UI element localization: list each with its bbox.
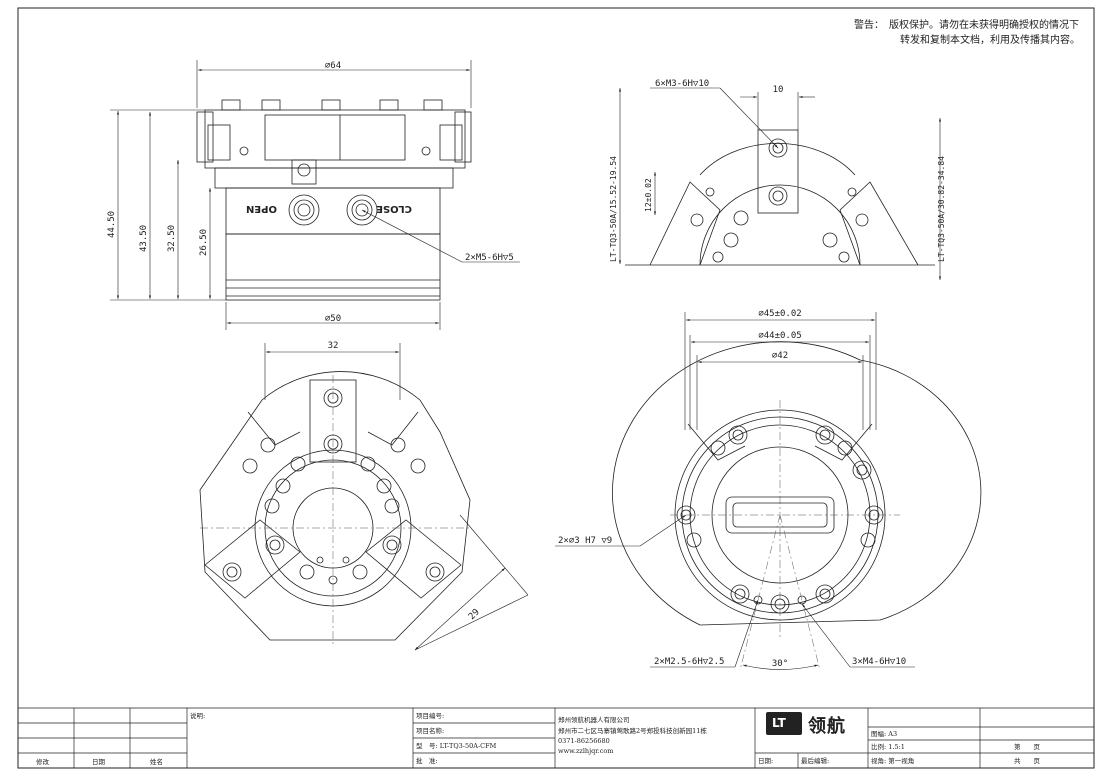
note-label: 说明: bbox=[190, 712, 206, 720]
jaw-view bbox=[625, 129, 935, 266]
page-number-label: 第 页 bbox=[1014, 743, 1040, 751]
side-view bbox=[196, 99, 472, 301]
sheet-size: 图幅: A3 bbox=[871, 730, 898, 738]
view-angle: 视角: 第一视角 bbox=[871, 757, 915, 765]
jaw-dim-left: LT-TQ3-50A/15.52-19.54 bbox=[609, 156, 618, 262]
side-height-4: 26.50 bbox=[199, 229, 209, 256]
approve-label: 批 准: bbox=[416, 757, 438, 765]
bottom-view-centerlines bbox=[670, 400, 900, 671]
total-pages-label: 共 页 bbox=[1014, 757, 1040, 765]
top-diag-dim: 29 bbox=[467, 607, 482, 622]
bottom-dia-45: ∅45±0.02 bbox=[758, 309, 801, 319]
side-dia-bottom: ∅50 bbox=[325, 314, 341, 324]
bottom-view bbox=[612, 341, 982, 626]
copyright-warning: 警告： 版权保护。请勿在未获得明确授权的情况下 转发和复制本文档，利用及传播其内… bbox=[854, 18, 1080, 48]
company-address: 郑州市二七区马寨镇莺歌路2号郑投科技创新园11栋 bbox=[558, 727, 707, 735]
company-phone: 0371-86256680 bbox=[558, 737, 610, 745]
bottom-dia-42: ∅42 bbox=[772, 351, 788, 361]
header-name: 姓名 bbox=[150, 758, 163, 766]
sheet-border bbox=[17, 7, 1095, 769]
top-width-dim: 32 bbox=[328, 341, 339, 351]
top-view-dimensions bbox=[264, 343, 529, 651]
last-edit-label: 最后编辑: bbox=[801, 757, 830, 765]
side-dia-top: ∅64 bbox=[325, 61, 341, 71]
m4-note: 3×M4-6H▽10 bbox=[852, 657, 906, 667]
header-revision: 修改 bbox=[36, 758, 49, 766]
side-height-1: 44.50 bbox=[107, 211, 117, 238]
open-port-label: OPEN bbox=[246, 203, 277, 214]
pin-hole-note: 2×∅3 H7 ▽9 bbox=[558, 536, 612, 546]
side-height-3: 32.50 bbox=[167, 225, 177, 252]
m25-note: 2×M2.5-6H▽2.5 bbox=[654, 657, 724, 667]
jaw-view-dimensions bbox=[618, 87, 942, 280]
jaw-dim-small: 12±0.02 bbox=[644, 178, 653, 212]
jaw-dim-right: LT-TQ3-50A/30.82-34.84 bbox=[937, 156, 946, 262]
model-label: 型 号: LT-TQ3-50A-CFM bbox=[416, 742, 497, 750]
bottom-view-dimensions bbox=[555, 312, 915, 670]
warning-line-1: 警告： 版权保护。请勿在未获得明确授权的情况下 bbox=[854, 20, 1079, 31]
side-height-2: 43.50 bbox=[139, 225, 149, 252]
scale: 比例: 1.5:1 bbox=[871, 743, 905, 751]
top-view-centerlines bbox=[200, 375, 470, 645]
side-view-dimensions bbox=[110, 60, 520, 330]
logo-name-text: 领航 bbox=[808, 716, 846, 737]
jaw-hole-note: 6×M3-6H▽10 bbox=[655, 79, 709, 89]
project-name-label: 项目名称: bbox=[416, 727, 445, 735]
angle-dim: 30° bbox=[772, 659, 788, 669]
port-note: 2×M5-6H▽5 bbox=[465, 253, 514, 263]
top-view bbox=[199, 371, 471, 641]
title-block-grid bbox=[18, 707, 1094, 768]
date-label: 日期: bbox=[758, 757, 774, 765]
logo-mark-text: LT bbox=[772, 716, 786, 730]
company-logo-mark bbox=[766, 712, 802, 735]
bottom-dia-44: ∅44±0.05 bbox=[758, 331, 801, 341]
close-port-label: CLOSE bbox=[376, 203, 412, 214]
header-date: 日期 bbox=[92, 758, 105, 766]
company-website: www.zzlhjqr.com bbox=[558, 747, 614, 755]
project-number-label: 项目编号: bbox=[416, 712, 445, 720]
warning-line-2: 转发和复制本文档，利用及传播其内容。 bbox=[900, 35, 1080, 46]
jaw-width-dim: 10 bbox=[773, 85, 784, 95]
company-name: 郑州领航机器人有限公司 bbox=[558, 716, 630, 724]
